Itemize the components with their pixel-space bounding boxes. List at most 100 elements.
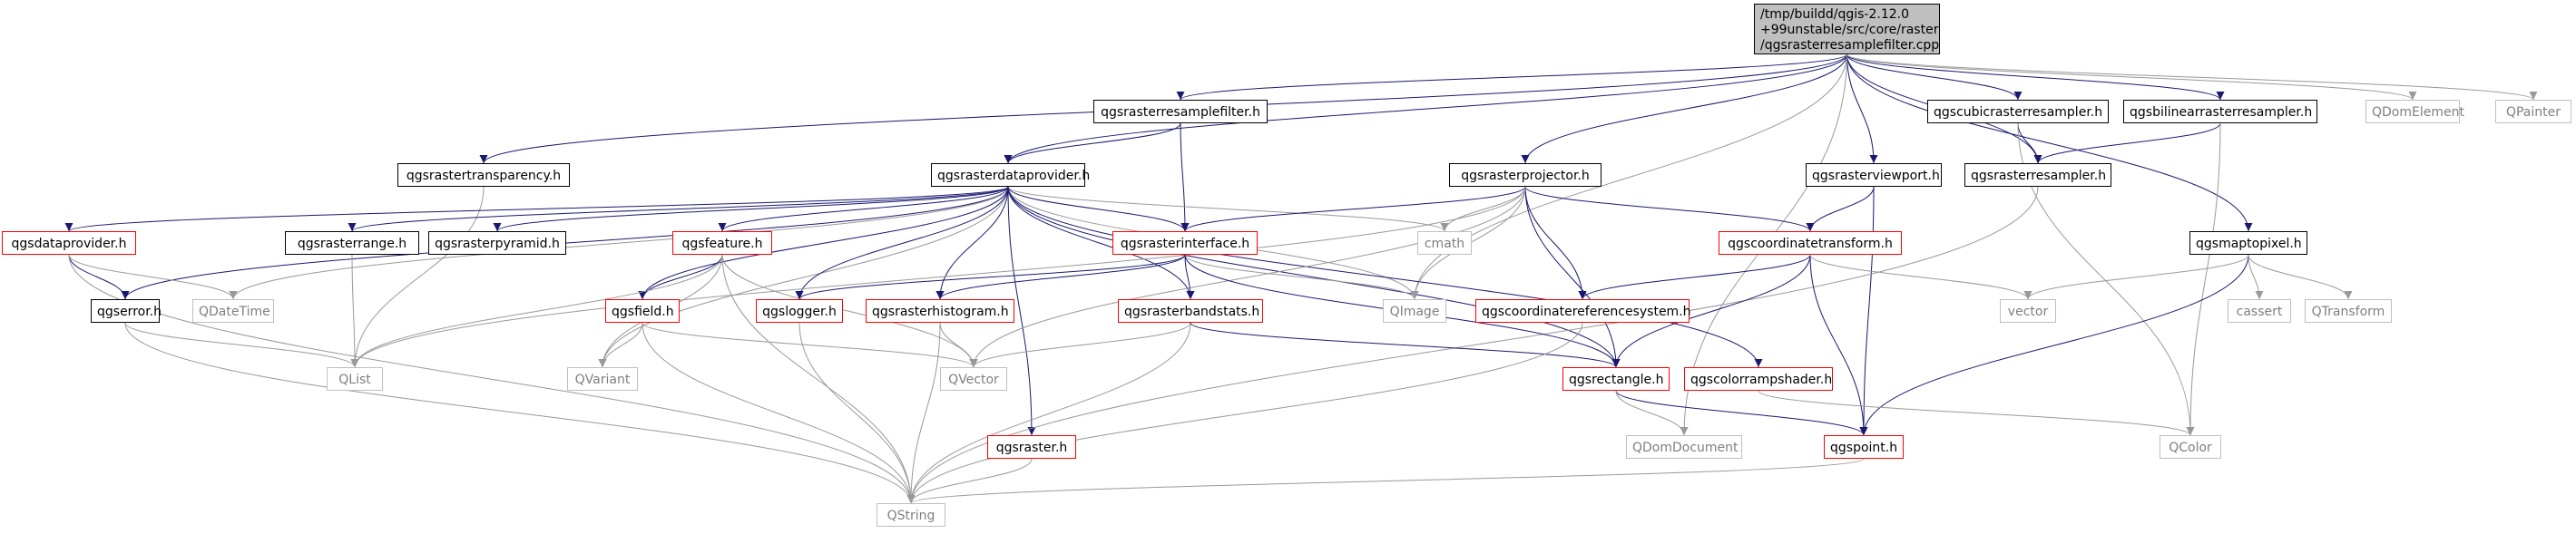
- edge-qgslogger-to-QString: [798, 322, 916, 504]
- edge-qgscolorrampshader-to-QColor: [1758, 390, 2195, 436]
- node-QDomElement: QDomElement: [2365, 100, 2464, 123]
- edge-qgsfeature-to-QList: [350, 254, 723, 368]
- edge-qgsrasterprojector-to-qgscoordinatereferencesystem: [1524, 186, 1587, 300]
- node-qgsrectangle[interactable]: qgsrectangle.h: [1562, 367, 1670, 391]
- edge-qgsrasterdataprovider-to-qgsdataprovider: [64, 186, 1009, 232]
- edge-root-file-node-to-QPainter: [1846, 53, 2538, 101]
- node-QTransform: QTransform: [2305, 299, 2392, 323]
- node-qgscubicrasterresampler[interactable]: qgscubicrasterresampler.h: [1927, 100, 2109, 123]
- edge-qgsdataprovider-to-QDateTime: [68, 254, 238, 300]
- edge-qgsrasterprojector-to-QList: [350, 186, 1526, 368]
- edge-root-file-node-to-qgsrasterviewport: [1846, 53, 1878, 164]
- node-vector: vector: [2000, 299, 2056, 323]
- edge-qgsrectangle-to-qgspoint: [1615, 390, 1868, 436]
- edge-qgsrasterrange-to-QList: [350, 254, 359, 368]
- edge-qgsfeature-to-QString: [721, 254, 916, 504]
- root-file-node: /tmp/buildd/qgis-2.12.0 +99unstable/src/…: [1754, 4, 1940, 54]
- node-qgsfield[interactable]: qgsfield.h: [605, 299, 680, 323]
- edge-qgserror-to-QList: [124, 322, 359, 368]
- edge-qgsrasterdataprovider-to-qgsrasterbandstats: [1007, 186, 1195, 300]
- node-qgsdataprovider[interactable]: qgsdataprovider.h: [2, 231, 136, 255]
- edge-qgsfield-to-QString: [642, 322, 916, 504]
- edge-qgsrasterbandstats-to-QVector: [969, 322, 1191, 368]
- node-cassert: cassert: [2228, 299, 2291, 323]
- node-QVector: QVector: [940, 367, 1007, 391]
- edge-qgsrasterinterface-to-qgslogger: [795, 254, 1186, 300]
- node-qgsrasterresampler[interactable]: qgsrasterresampler.h: [1964, 163, 2111, 187]
- edge-qgsrasterprojector-to-qgscoordinatetransform: [1524, 186, 1815, 232]
- node-qgsmaptopixel[interactable]: qgsmaptopixel.h: [2189, 231, 2307, 255]
- edge-qgsrasterresampler-to-QString: [906, 186, 2039, 504]
- edge-qgsrastertransparency-to-QList: [350, 186, 485, 368]
- edge-root-file-node-to-QImage: [1410, 53, 1847, 300]
- edge-qgsfield-to-QVector: [642, 322, 978, 368]
- edge-qgsrasterdataprovider-to-qgsrasterhistogram: [935, 186, 1009, 300]
- node-qgsrasterbandstats[interactable]: qgsrasterbandstats.h: [1118, 299, 1263, 323]
- node-qgsraster[interactable]: qgsraster.h: [987, 435, 1076, 459]
- node-qgscoordinatetransform[interactable]: qgscoordinatetransform.h: [1719, 231, 1902, 255]
- edge-qgsrasterresamplefilter-to-qgsrasterdataprovider: [1004, 122, 1181, 164]
- node-qgserror[interactable]: qgserror.h: [91, 299, 162, 323]
- node-qgsrasterinterface[interactable]: qgsrasterinterface.h: [1112, 231, 1258, 255]
- node-qgsfeature[interactable]: qgsfeature.h: [672, 231, 772, 255]
- edge-qgsrasterviewport-to-qgspoint: [1859, 186, 1875, 436]
- node-QList: QList: [327, 367, 383, 391]
- edge-qgsrasterdataprovider-to-qgsrasterpyramid: [493, 186, 1009, 232]
- edge-qgsrasterbandstats-to-qgsrectangle: [1190, 322, 1621, 368]
- node-QImage: QImage: [1383, 299, 1446, 323]
- edge-root-file-node-to-qgsrasterdataprovider: [1004, 53, 1847, 164]
- edge-qgsrasterdataprovider-to-QVariant: [598, 186, 1009, 368]
- edge-qgsfeature-to-qgsfield: [638, 254, 723, 300]
- node-qgsrastertransparency[interactable]: qgsrastertransparency.h: [397, 163, 570, 187]
- edge-qgscoordinatetransform-to-vector: [1809, 254, 2032, 300]
- edge-qgsrasterdataprovider-to-qgslogger: [795, 186, 1009, 300]
- edge-qgscoordinatetransform-to-qgsrectangle: [1611, 254, 1811, 368]
- node-qgsrasterresamplefilter[interactable]: qgsrasterresamplefilter.h: [1093, 100, 1268, 123]
- edge-qgsrasterdataprovider-to-qgsrasterrange: [348, 186, 1009, 232]
- node-qgsrasterpyramid[interactable]: qgsrasterpyramid.h: [428, 231, 566, 255]
- edge-qgsraster-to-QString: [906, 458, 1033, 504]
- node-qgslogger[interactable]: qgslogger.h: [756, 299, 843, 323]
- edge-qgsrectangle-to-QDomDocument: [1615, 390, 1689, 436]
- edge-qgsmaptopixel-to-qgspoint: [1859, 254, 2249, 436]
- node-QPainter: QPainter: [2495, 100, 2571, 123]
- edge-qgscubicrasterresampler-to-qgsrasterresampler: [2017, 122, 2042, 164]
- edge-qgsfeature-to-QVector: [721, 254, 978, 368]
- edge-root-file-node-to-qgsrasterprojector: [1521, 53, 1847, 164]
- edge-qgsdataprovider-to-qgserror: [68, 254, 130, 300]
- node-qgscoordinatereferencesystem[interactable]: qgscoordinatereferencesystem.h: [1475, 299, 1691, 323]
- edge-root-file-node-to-QDomElement: [1846, 53, 2417, 101]
- node-cmath: cmath: [1417, 231, 1472, 255]
- node-QColor: QColor: [2160, 435, 2221, 459]
- node-qgspoint[interactable]: qgspoint.h: [1824, 435, 1904, 459]
- node-qgsrasterrange[interactable]: qgsrasterrange.h: [285, 231, 419, 255]
- edge-qgsrasterprojector-to-qgsrasterinterface: [1180, 186, 1526, 232]
- edge-qgserror-to-QString: [124, 322, 916, 504]
- node-qgsrasterdataprovider[interactable]: qgsrasterdataprovider.h: [931, 163, 1090, 187]
- root-line-2: +99unstable/src/core/raster: [1760, 23, 1939, 37]
- edge-qgsrasterprojector-to-QVector: [969, 186, 1526, 368]
- node-qgsrasterhistogram[interactable]: qgsrasterhistogram.h: [866, 299, 1014, 323]
- edge-qgsrasterprojector-to-qgsrectangle: [1524, 186, 1621, 368]
- edge-qgsbilinearrasterresampler-to-qgsrasterresampler: [2033, 122, 2221, 164]
- edge-qgsrasterdataprovider-to-cmath: [1007, 186, 1449, 232]
- edge-qgscoordinatereferencesystem-to-QString: [906, 322, 1583, 504]
- edge-qgsrasterhistogram-to-QString: [906, 322, 941, 504]
- edge-root-file-node-to-qgsrasterresamplefilter: [1176, 53, 1847, 101]
- edge-qgsbilinearrasterresampler-to-QColor: [2186, 122, 2221, 436]
- edge-qgsrasterinterface-to-qgsrasterbandstats: [1184, 254, 1195, 300]
- node-QString: QString: [877, 503, 945, 527]
- node-qgsbilinearrasterresampler[interactable]: qgsbilinearrasterresampler.h: [2123, 100, 2317, 123]
- node-qgscolorrampshader[interactable]: qgscolorrampshader.h: [1684, 367, 1833, 391]
- edge-qgsmaptopixel-to-vector: [2023, 254, 2249, 300]
- edge-qgscoordinatetransform-to-qgscoordinatereferencesystem: [1578, 254, 1811, 300]
- edge-qgsrasterbandstats-to-QString: [906, 322, 1191, 504]
- edge-qgscoordinatetransform-to-qgspoint: [1809, 254, 1868, 436]
- node-qgsrasterviewport[interactable]: qgsrasterviewport.h: [1806, 163, 1942, 187]
- edge-qgsrasterdataprovider-to-QDateTime: [229, 186, 1009, 300]
- edge-qgsfield-to-QVariant: [598, 322, 643, 368]
- edge-qgsrasterdataprovider-to-qgscolorrampshader: [1007, 186, 1763, 368]
- edge-qgsdataprovider-to-QString: [68, 254, 916, 504]
- node-qgsrasterprojector[interactable]: qgsrasterprojector.h: [1449, 163, 1601, 187]
